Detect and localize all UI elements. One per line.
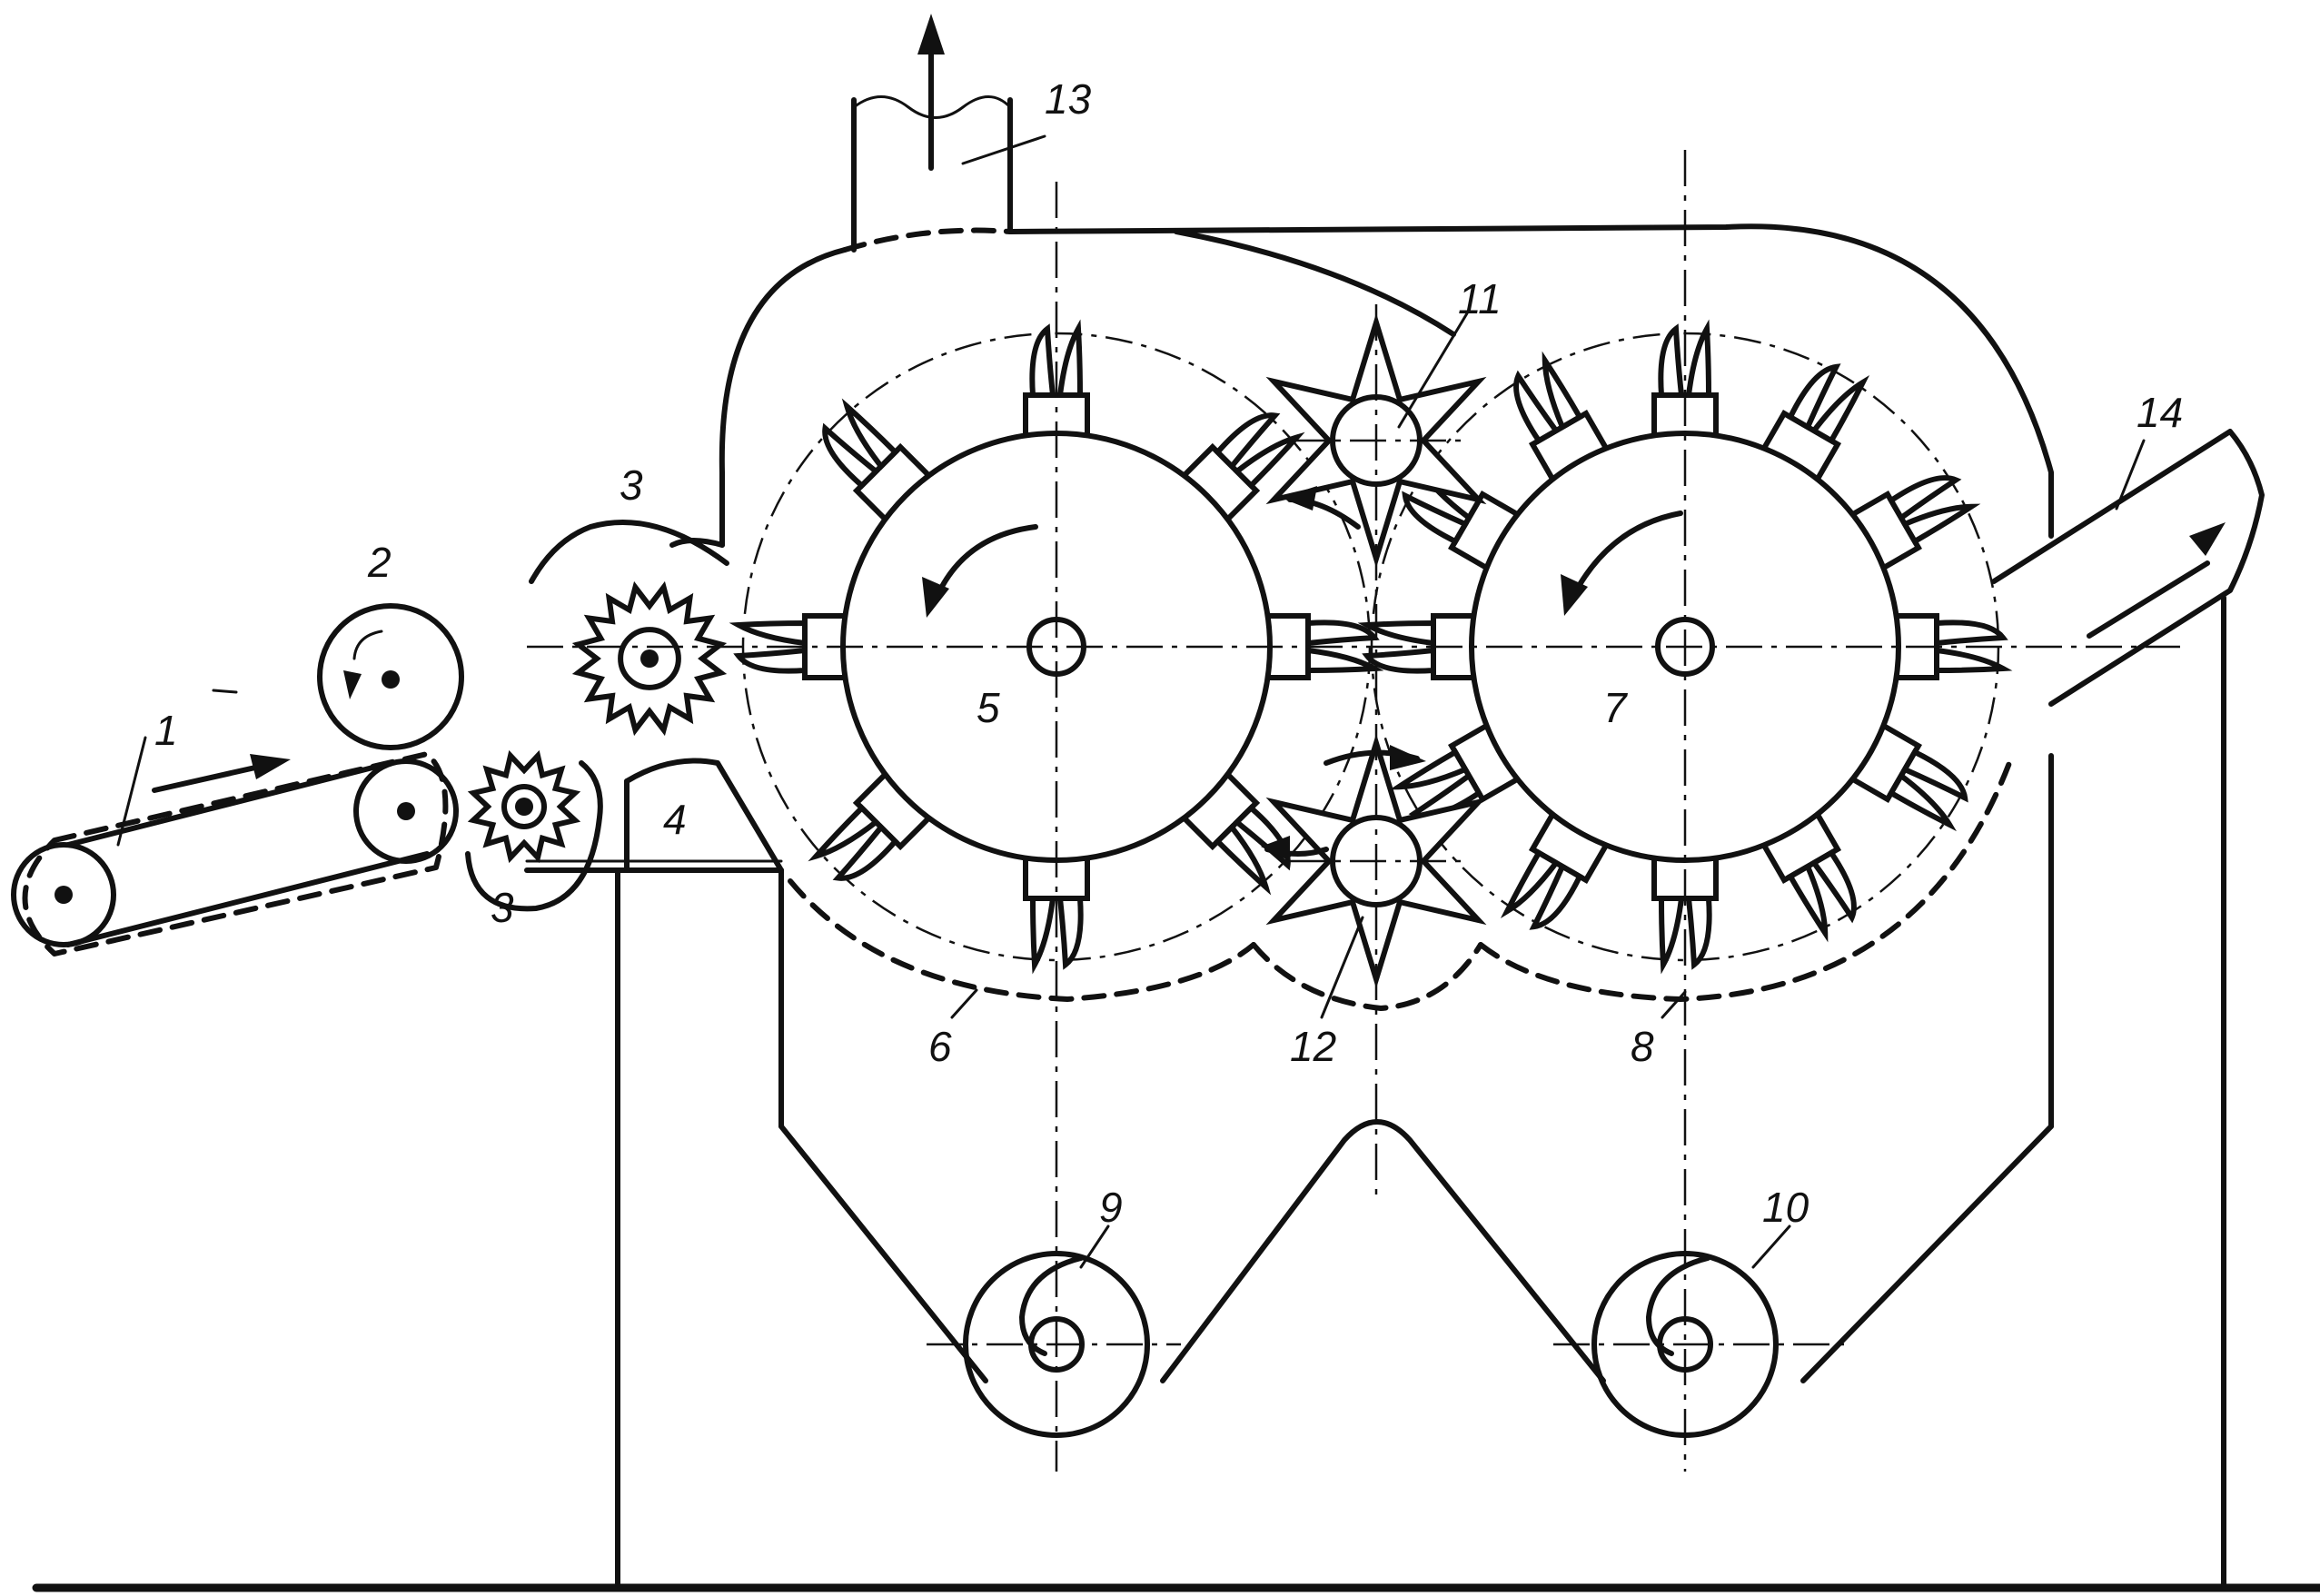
- label-5: 5: [977, 684, 1000, 731]
- beater-pin: [1894, 613, 2013, 680]
- beater-pin: [1760, 810, 1857, 943]
- spiked-roller-bottom: [467, 749, 581, 864]
- machine-casing: [529, 97, 2054, 1011]
- label-11: 11: [1458, 275, 1502, 322]
- label-6: 6: [928, 1023, 952, 1070]
- outlet-duct-14: [1991, 429, 2265, 707]
- label-8: 8: [1631, 1023, 1654, 1070]
- beater-pin: [822, 398, 933, 523]
- label-14: 14: [2137, 389, 2183, 436]
- beater-pin: [1023, 856, 1090, 975]
- label-13: 13: [1045, 75, 1092, 123]
- waste-augers: [963, 1251, 1779, 1438]
- arrow-right-icon: [250, 754, 291, 779]
- spiked-roller-top: [571, 580, 728, 737]
- spiked-roller-bottom-hub: [501, 784, 547, 829]
- label-1: 1: [154, 707, 178, 754]
- beater-pin: [808, 770, 933, 881]
- spiked-roller-top-hub: [618, 627, 681, 690]
- feed-rollers: [317, 603, 464, 864]
- label-3-bottom: 3: [491, 884, 514, 931]
- spiked-roller-top-axle: [640, 649, 659, 668]
- feed-conveyor: [11, 689, 449, 957]
- rotation-arrows: [922, 486, 1683, 861]
- label-7: 7: [1603, 684, 1628, 731]
- label-10: 10: [1762, 1184, 1809, 1231]
- roller-guard: [465, 760, 603, 912]
- arrow-up-icon: [917, 14, 945, 55]
- beater-pin: [1849, 721, 1968, 832]
- beater-pin: [1389, 721, 1522, 818]
- exhaust-duct-13: [852, 14, 1012, 171]
- spiked-roller-bottom-axle: [515, 798, 533, 816]
- label-leaders: [116, 134, 2146, 1269]
- machine-frame: [524, 595, 2226, 1588]
- label-3-top: 3: [620, 461, 643, 509]
- spiked-rollers: [465, 580, 728, 912]
- label-2: 2: [367, 539, 392, 586]
- label-9: 9: [1099, 1184, 1123, 1231]
- beater-pin: [1760, 363, 1870, 483]
- beater-pin: [1651, 856, 1719, 975]
- arrow-right-icon: [2189, 522, 2226, 556]
- part-labels: 1 2 3 3 4 5 6 7 8 9 10 11 12 13 14: [154, 75, 2183, 1231]
- label-12: 12: [1290, 1023, 1336, 1070]
- center-lines: [527, 150, 2180, 1472]
- label-4: 4: [663, 796, 687, 843]
